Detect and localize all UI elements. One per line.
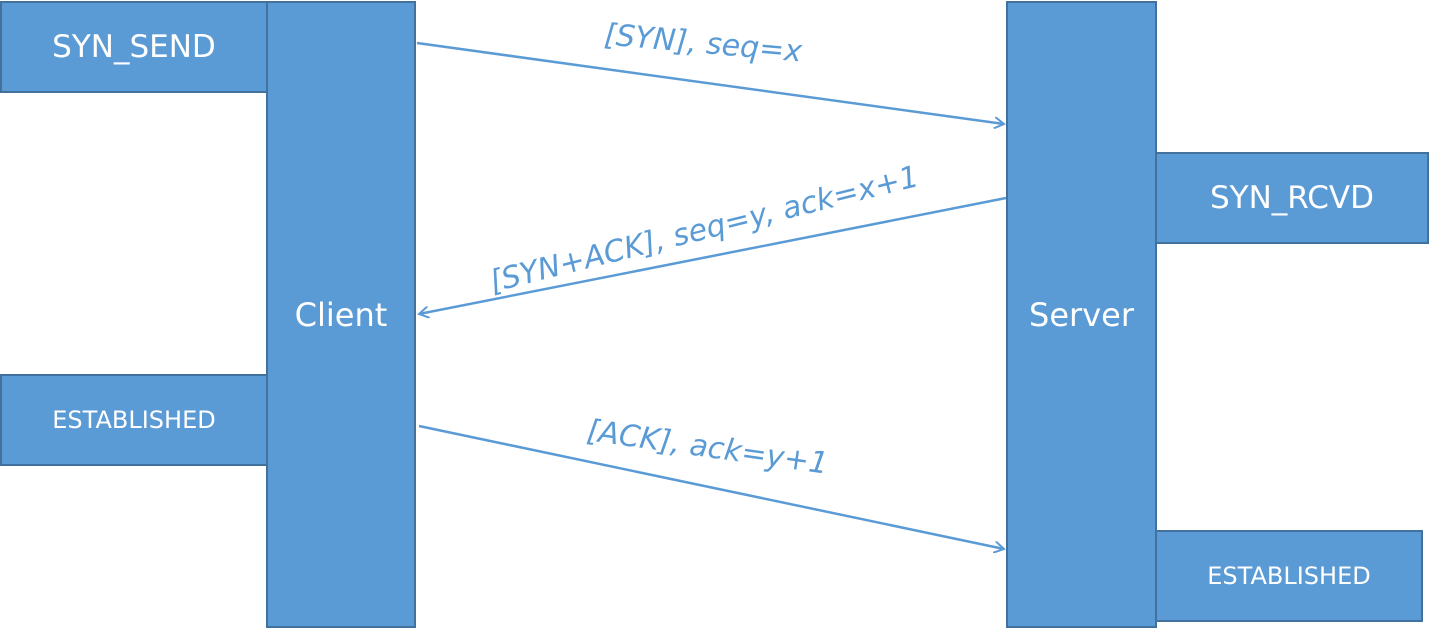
client-label: Client	[294, 295, 388, 334]
server-label: Server	[1029, 295, 1134, 334]
server-state-syn-rcvd: SYN_RCVD	[1155, 152, 1429, 244]
server-state-syn-rcvd-label: SYN_RCVD	[1209, 180, 1375, 216]
server-lifeline: Server	[1006, 1, 1157, 628]
ack-arrow	[418, 424, 1004, 549]
server-state-established-label: ESTABLISHED	[1207, 562, 1371, 590]
client-lifeline: Client	[266, 1, 416, 628]
synack-arrow	[419, 196, 1007, 314]
client-state-established-label: ESTABLISHED	[52, 406, 216, 434]
client-state-syn-send: SYN_SEND	[0, 1, 268, 93]
client-state-established: ESTABLISHED	[0, 374, 268, 466]
client-state-syn-send-label: SYN_SEND	[52, 29, 216, 65]
server-state-established: ESTABLISHED	[1155, 530, 1423, 622]
syn-arrow	[416, 41, 1004, 124]
